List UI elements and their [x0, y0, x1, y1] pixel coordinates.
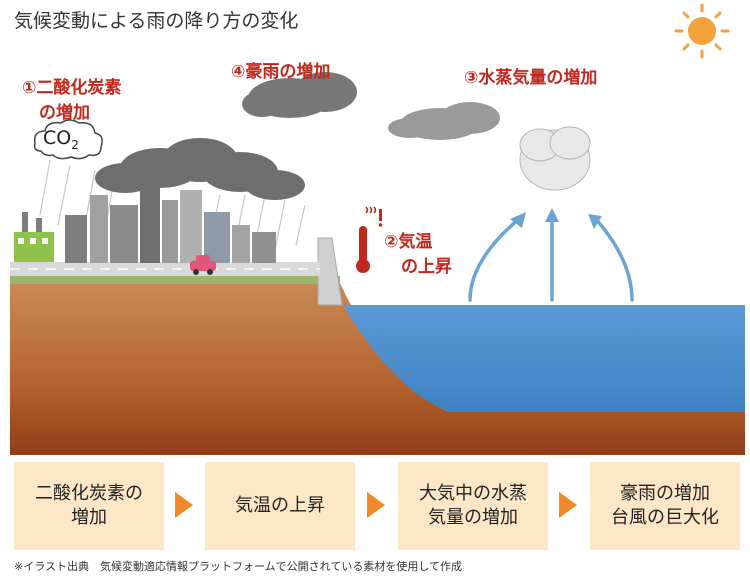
page-title: 気候変動による雨の降り方の変化 [14, 10, 299, 32]
co2-main: CO [43, 127, 72, 149]
sun-icon [674, 3, 730, 59]
flow-arrow-icon [175, 492, 193, 518]
vapor-arrows [468, 216, 634, 302]
co2-sub: 2 [71, 137, 79, 152]
vapor-cloud [519, 126, 591, 191]
storm-clouds-city [95, 138, 305, 200]
seawall [317, 237, 343, 306]
label-temp-rise: ②気温 の上昇 [384, 232, 452, 277]
flow-step-2: 気温の上昇 [205, 462, 355, 550]
flow-step-4: 豪雨の増加 台風の巨大化 [590, 462, 740, 550]
grass-band [10, 276, 340, 284]
footnote: ※イラスト出典 気候変動適応情報プラットフォームで公開されている素材を使用して作… [14, 560, 463, 573]
city-buildings [65, 185, 276, 263]
flow-arrow-icon [367, 492, 385, 518]
label-vapor-increase: ③水蒸気量の増加 [464, 68, 598, 88]
factory [14, 212, 54, 262]
label-heavy-rain: ④豪雨の増加 [231, 62, 331, 82]
grey-cloud-middle [388, 102, 500, 140]
thermometer-icon [356, 206, 383, 273]
sea [343, 305, 745, 412]
flow-step-1: 二酸化炭素の 増加 [14, 462, 164, 550]
flow-step-3: 大気中の水蒸 気量の増加 [398, 462, 548, 550]
heavy-rain-cloud [242, 72, 357, 118]
co2-bubble: CO2 [31, 117, 107, 163]
flow-arrow-icon [559, 492, 577, 518]
cause-effect-flow: 二酸化炭素の 増加 気温の上昇 大気中の水蒸 気量の増加 豪雨の増加 台風の巨大… [0, 458, 750, 558]
climate-scene-illustration [10, 3, 745, 455]
co2-cloud-icon [33, 119, 103, 160]
road [10, 262, 320, 276]
car [190, 255, 216, 275]
label-co2-increase: ①二酸化炭素 の増加 [22, 78, 122, 123]
